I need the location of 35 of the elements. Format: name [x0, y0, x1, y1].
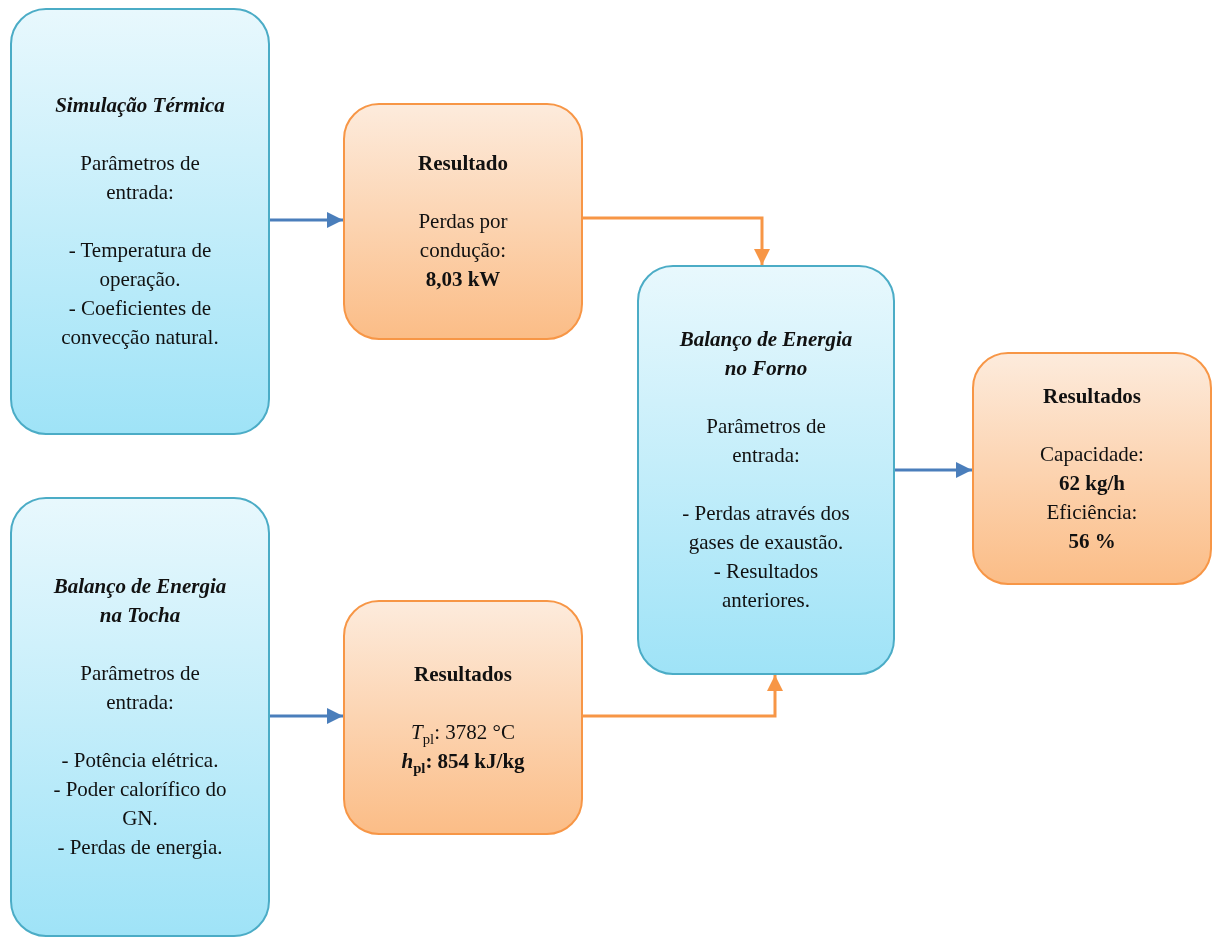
box-text: Parâmetros de entrada:	[705, 413, 827, 469]
box-heading: Resultados	[1043, 382, 1141, 410]
box-text: - Coeficientes de convecção natural.	[60, 295, 220, 351]
process-box	[10, 497, 270, 937]
box-text: 8,03 kW	[425, 266, 501, 293]
arrow	[583, 675, 783, 718]
box-text: Parâmetros de entrada:	[79, 150, 201, 206]
box-text: - Temperatura de operação.	[67, 237, 213, 293]
box-heading: Simulação Térmica	[55, 92, 225, 119]
box-heading: Balanço de Energia no Forno	[678, 326, 854, 382]
box-heading: Resultados	[414, 660, 512, 688]
box-text: - Poder calorífico do GN.	[52, 776, 228, 832]
arrow	[895, 462, 972, 478]
result-box	[972, 352, 1212, 585]
box-text: Parâmetros de entrada:	[79, 660, 201, 716]
box-heading: Balanço de Energia na Tocha	[52, 573, 228, 629]
box-text: - Perdas através dos gases de exaustão.	[681, 500, 851, 556]
box-text: 56 %	[1068, 527, 1116, 555]
box-text: T$_{pl}$: 3782 °C	[411, 718, 515, 747]
box-text: Perdas por condução:	[417, 208, 509, 264]
result-box	[343, 600, 583, 835]
arrow	[583, 216, 770, 265]
process-box	[10, 8, 270, 435]
box-text: Capacidade:	[1040, 440, 1144, 468]
result-box	[343, 103, 583, 340]
arrow	[270, 212, 343, 228]
box-text: 62 kg/h	[1059, 469, 1125, 497]
process-box	[637, 265, 895, 675]
box-text: Eficiência:	[1046, 498, 1138, 526]
box-text: - Resultados anteriores.	[712, 558, 820, 614]
box-text: h$_{pl}$: 854 kJ/kg	[401, 747, 525, 776]
box-heading: Resultado	[418, 150, 508, 177]
box-text: - Perdas de energia.	[57, 834, 223, 861]
box-text: - Potência elétrica.	[61, 747, 219, 774]
arrow	[270, 708, 343, 724]
